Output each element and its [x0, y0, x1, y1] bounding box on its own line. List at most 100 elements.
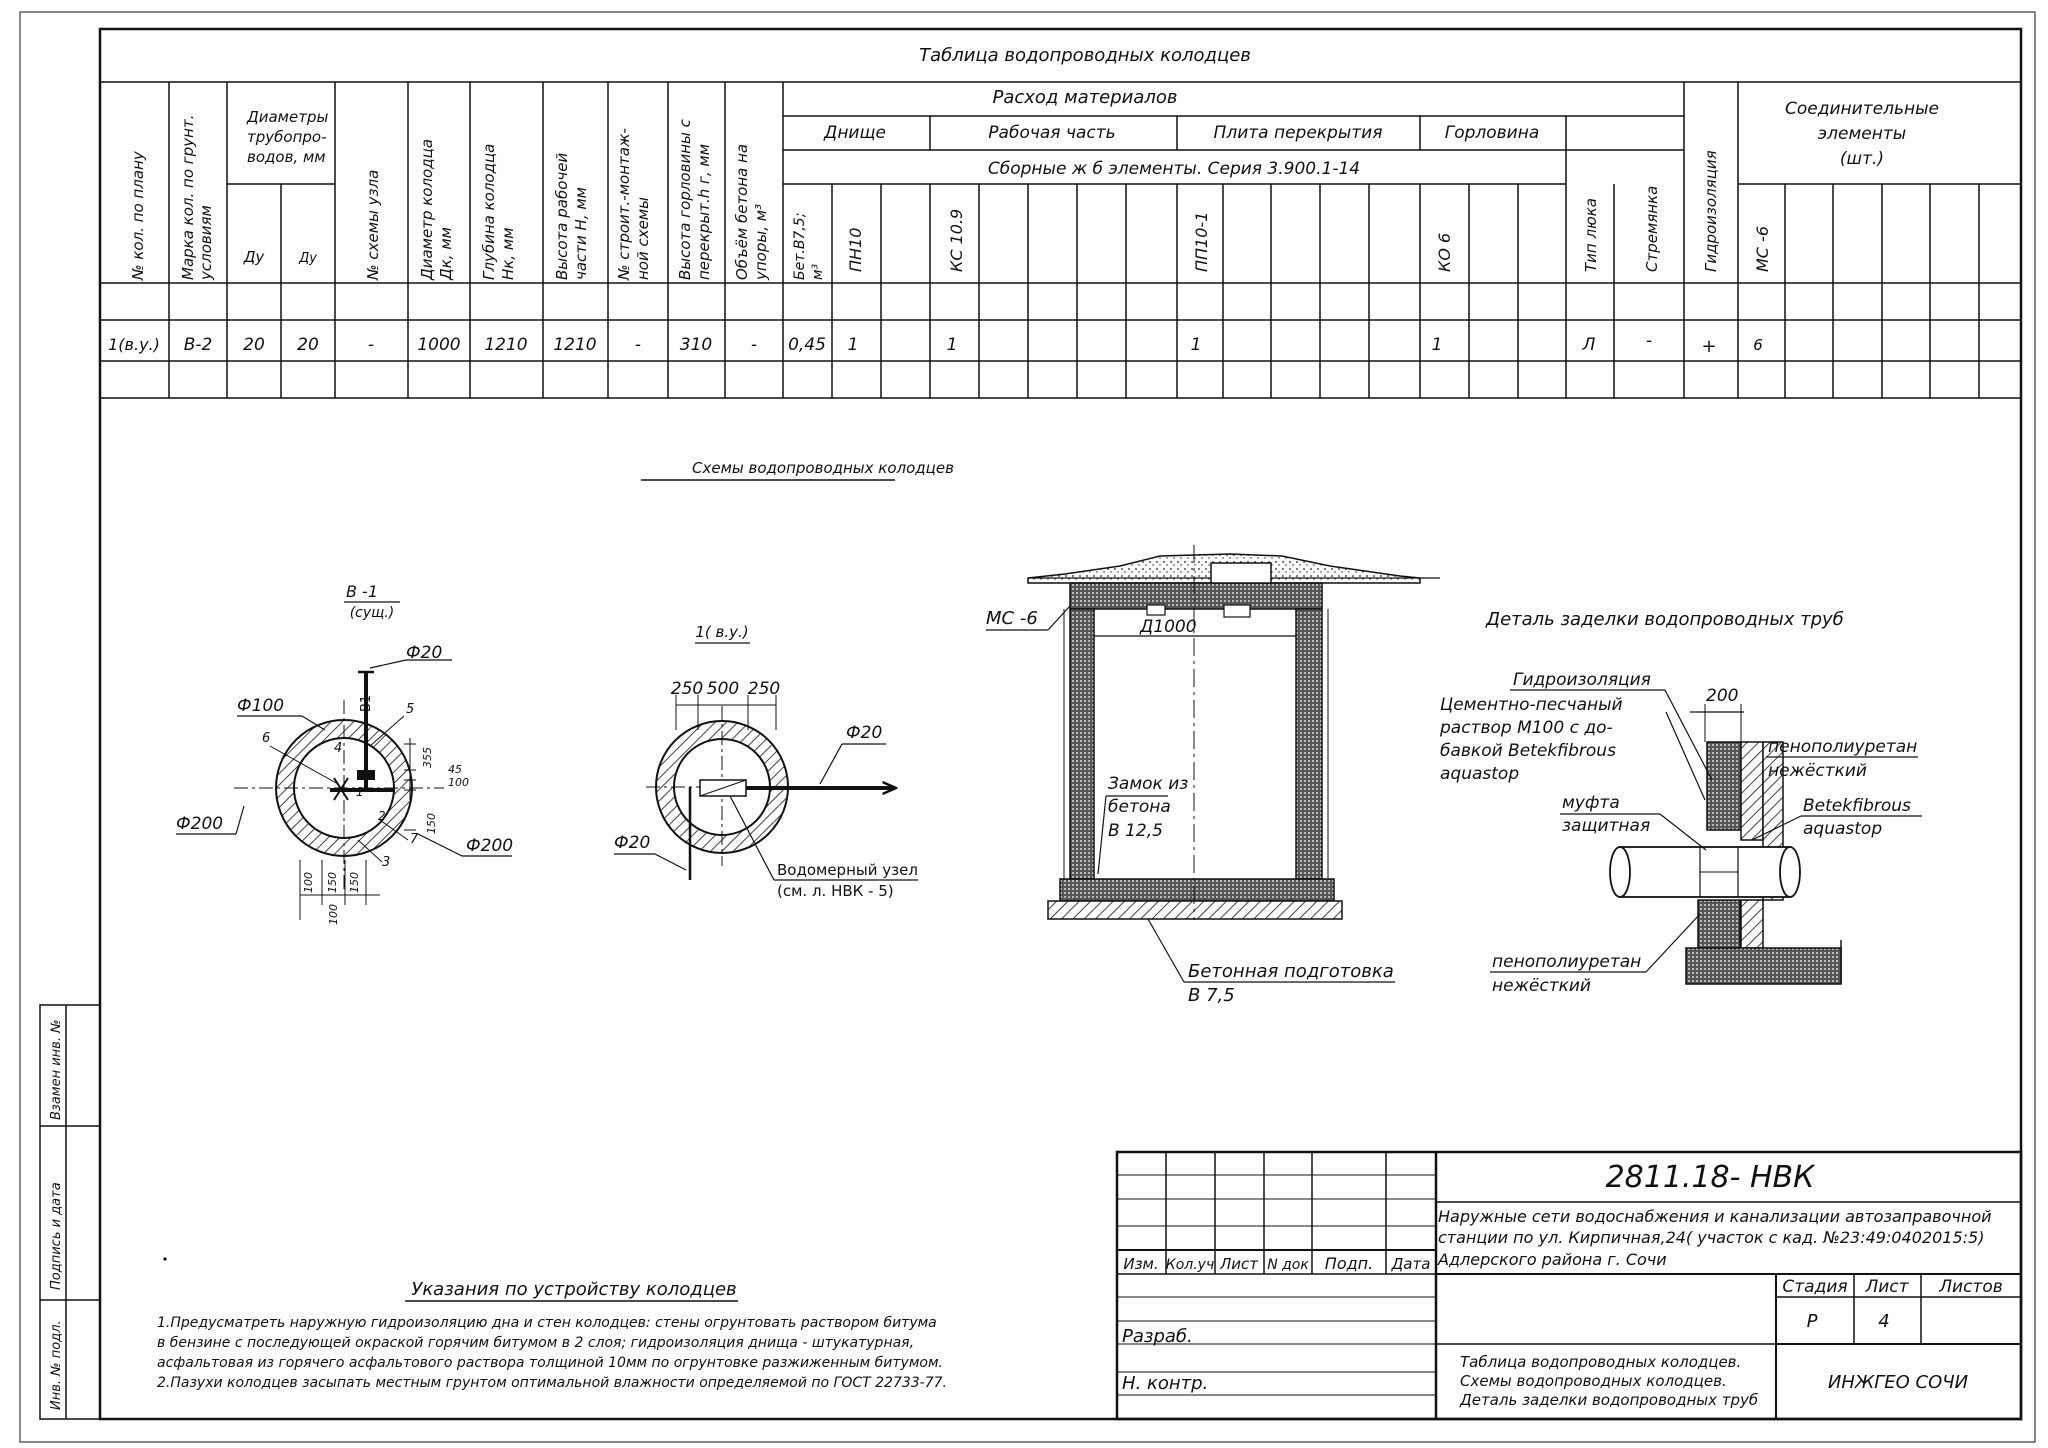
detail-foam-top-2: нежёсткий	[1768, 761, 1867, 781]
hdr-neck-height-2: перекрыт.h г, мм	[695, 144, 713, 280]
hdr-ks: КС 10.9	[947, 209, 966, 272]
section-neck	[1210, 562, 1272, 584]
detail-mortar-4: aquastop	[1440, 764, 1519, 784]
detail-betek-2: aquastop	[1803, 819, 1882, 839]
group-working-part: Рабочая часть	[988, 123, 1115, 143]
section-lock-2: бетона	[1108, 797, 1171, 817]
b1-dim-b150b: 150	[348, 872, 361, 893]
section-ms: МС -6	[986, 608, 1038, 629]
notes-line-4: 2.Пазухи колодцев засыпать местным грунт…	[157, 1375, 947, 1391]
series-note: Сборные ж б элементы. Серия 3.900.1-14	[988, 159, 1360, 179]
outer-frame	[19, 11, 2036, 1443]
scheme-b1: В -1 (сущ.) Ф20 Ф100 Ф200 Ф200 6 4 5 1 2…	[176, 582, 513, 925]
hdr-bet-2: м³	[810, 263, 826, 280]
stamp-org: ИНЖГЕО СОЧИ	[1828, 1372, 1968, 1393]
group-neck: Горловина	[1445, 123, 1540, 143]
hdr-well-diam-2: Дк, мм	[437, 227, 455, 281]
b1-dim-150: 150	[425, 813, 438, 834]
section-wall-right	[1295, 608, 1323, 880]
b1-dim-355: 355	[421, 747, 434, 768]
stamp-norm-control: Н. контр.	[1122, 1373, 1208, 1394]
notes-line-2: в бензине с последующей окраской горячим…	[157, 1335, 914, 1351]
section-lock-1: Замок из	[1108, 774, 1188, 794]
stamp-contents-3: Деталь заделки водопроводных труб	[1459, 1391, 1758, 1409]
stamp-col-podp: Подп.	[1325, 1254, 1373, 1273]
cell-neck-height: 310	[680, 335, 712, 355]
stamp-col-data: Дата	[1391, 1255, 1431, 1273]
stamp-col-kol: Кол.уч	[1166, 1257, 1214, 1273]
detail-waterproof: Гидроизоляция	[1513, 670, 1651, 690]
vu1-phi20-right: Ф20	[846, 723, 882, 743]
cell-concrete-volume: -	[751, 335, 757, 355]
cell-dy: 20	[297, 335, 319, 355]
vu1-dim-250b: 250	[748, 679, 780, 699]
diam-group-3: водов, мм	[247, 148, 326, 166]
b1-phi200-left: Ф200	[176, 814, 223, 834]
section-diameter: Д1000	[1139, 617, 1197, 637]
cell-scheme-no: -	[368, 335, 374, 355]
hdr-scheme-no: № схемы узла	[364, 170, 382, 281]
detail-mortar-3: бавкой Betekfibrous	[1440, 741, 1616, 761]
detail-mortar-2: раствор М100 с до-	[1439, 718, 1613, 738]
hdr-well-diam-1: Диаметр колодца	[418, 139, 436, 281]
group-slab: Плита перекрытия	[1214, 123, 1383, 143]
vu1-title: 1( в.у.)	[695, 623, 748, 641]
stamp-sheet-label: Лист	[1864, 1277, 1909, 1297]
group-bottom: Днище	[823, 123, 886, 143]
vu1-dim-250a: 250	[671, 679, 703, 699]
cell-bet: 0,45	[788, 335, 826, 355]
stamp-project-1: Наружные сети водоснабжения и канализаци…	[1438, 1207, 1992, 1226]
section-lock-3: В 12,5	[1108, 821, 1163, 841]
side-stamp-inv: Инв. № подл.	[49, 1320, 64, 1410]
diam-group-1: Диаметры	[246, 108, 328, 126]
stamp-col-list: Лист	[1219, 1255, 1259, 1273]
notes: Указания по устройству колодцев 1.Предус…	[157, 1257, 947, 1391]
stamp-contents-2: Схемы водопроводных колодцев.	[1460, 1372, 1727, 1390]
detail-title: Деталь заделки водопроводных труб	[1485, 609, 1844, 630]
well-section: Д1000 МС -6 Замок из бетона В 12,5 Бетон…	[986, 545, 1440, 1006]
hdr-depth-1: Глубина колодца	[480, 144, 498, 280]
table-title: Таблица водопроводных колодцев	[919, 45, 1251, 66]
b1-callout-6: 6	[262, 731, 270, 746]
detail-dim-200: 200	[1706, 686, 1738, 706]
scheme-vu1: 1( в.у.) 250 500 250 Ф20 Ф20 Водомерный …	[614, 623, 918, 900]
cell-depth: 1210	[484, 335, 527, 355]
detail-mortar-1: Цементно-песчаный	[1440, 695, 1623, 715]
stamp-stage-label: Стадия	[1782, 1277, 1847, 1297]
hdr-ladder: Стремянка	[1643, 186, 1661, 272]
hdr-mark-1: Марка кол. по грунт.	[179, 115, 197, 280]
hdr-waterproof: Гидроизоляция	[1702, 150, 1720, 272]
stamp-stage: Р	[1807, 1311, 1818, 1332]
b1-callout-3: 3	[382, 855, 390, 870]
vu1-dim-500: 500	[707, 679, 739, 699]
cell-waterproof: +	[1701, 336, 1716, 357]
cell-well-diam: 1000	[417, 335, 460, 355]
section-cover-slab	[1069, 582, 1323, 610]
b1-pipe-label: В1	[359, 695, 374, 712]
stamp-col-ndok: N док	[1267, 1257, 1309, 1273]
b1-dim-b100: 100	[302, 872, 315, 893]
detail-foam-bottom	[1740, 899, 1764, 949]
connecting-header-3: (шт.)	[1840, 149, 1884, 169]
detail-foam-bottom-1: пенополиуретан	[1492, 952, 1641, 972]
b1-dim-b100b: 100	[327, 904, 340, 925]
cell-ko: 1	[1432, 335, 1443, 355]
title-block	[1115, 1150, 2023, 1421]
b1-subtitle: (сущ.)	[350, 605, 395, 621]
hdr-depth-2: Нк, мм	[499, 227, 517, 280]
section-bottom-slab	[1059, 878, 1335, 902]
side-stamp-replace: Взамен инв. №	[49, 1019, 64, 1120]
cell-pn: 1	[848, 335, 859, 355]
detail-sleeve-2: защитная	[1562, 816, 1650, 836]
cell-well-no: 1(в.у.)	[108, 335, 160, 354]
stamp-contents-1: Таблица водопроводных колодцев.	[1460, 1353, 1741, 1371]
wells-table	[100, 81, 2021, 399]
stamp-sheet: 4	[1878, 1311, 1889, 1332]
b1-callout-1: 1	[356, 785, 364, 799]
b1-callout-5: 5	[406, 702, 414, 717]
hdr-hatch: Тип люка	[1582, 198, 1600, 272]
stamp-developer: Разраб.	[1122, 1326, 1193, 1347]
hdr-neck-height-1: Высота горловины с	[676, 118, 694, 280]
b1-callout-2: 2	[378, 809, 386, 823]
cell-pp: 1	[1191, 335, 1202, 355]
